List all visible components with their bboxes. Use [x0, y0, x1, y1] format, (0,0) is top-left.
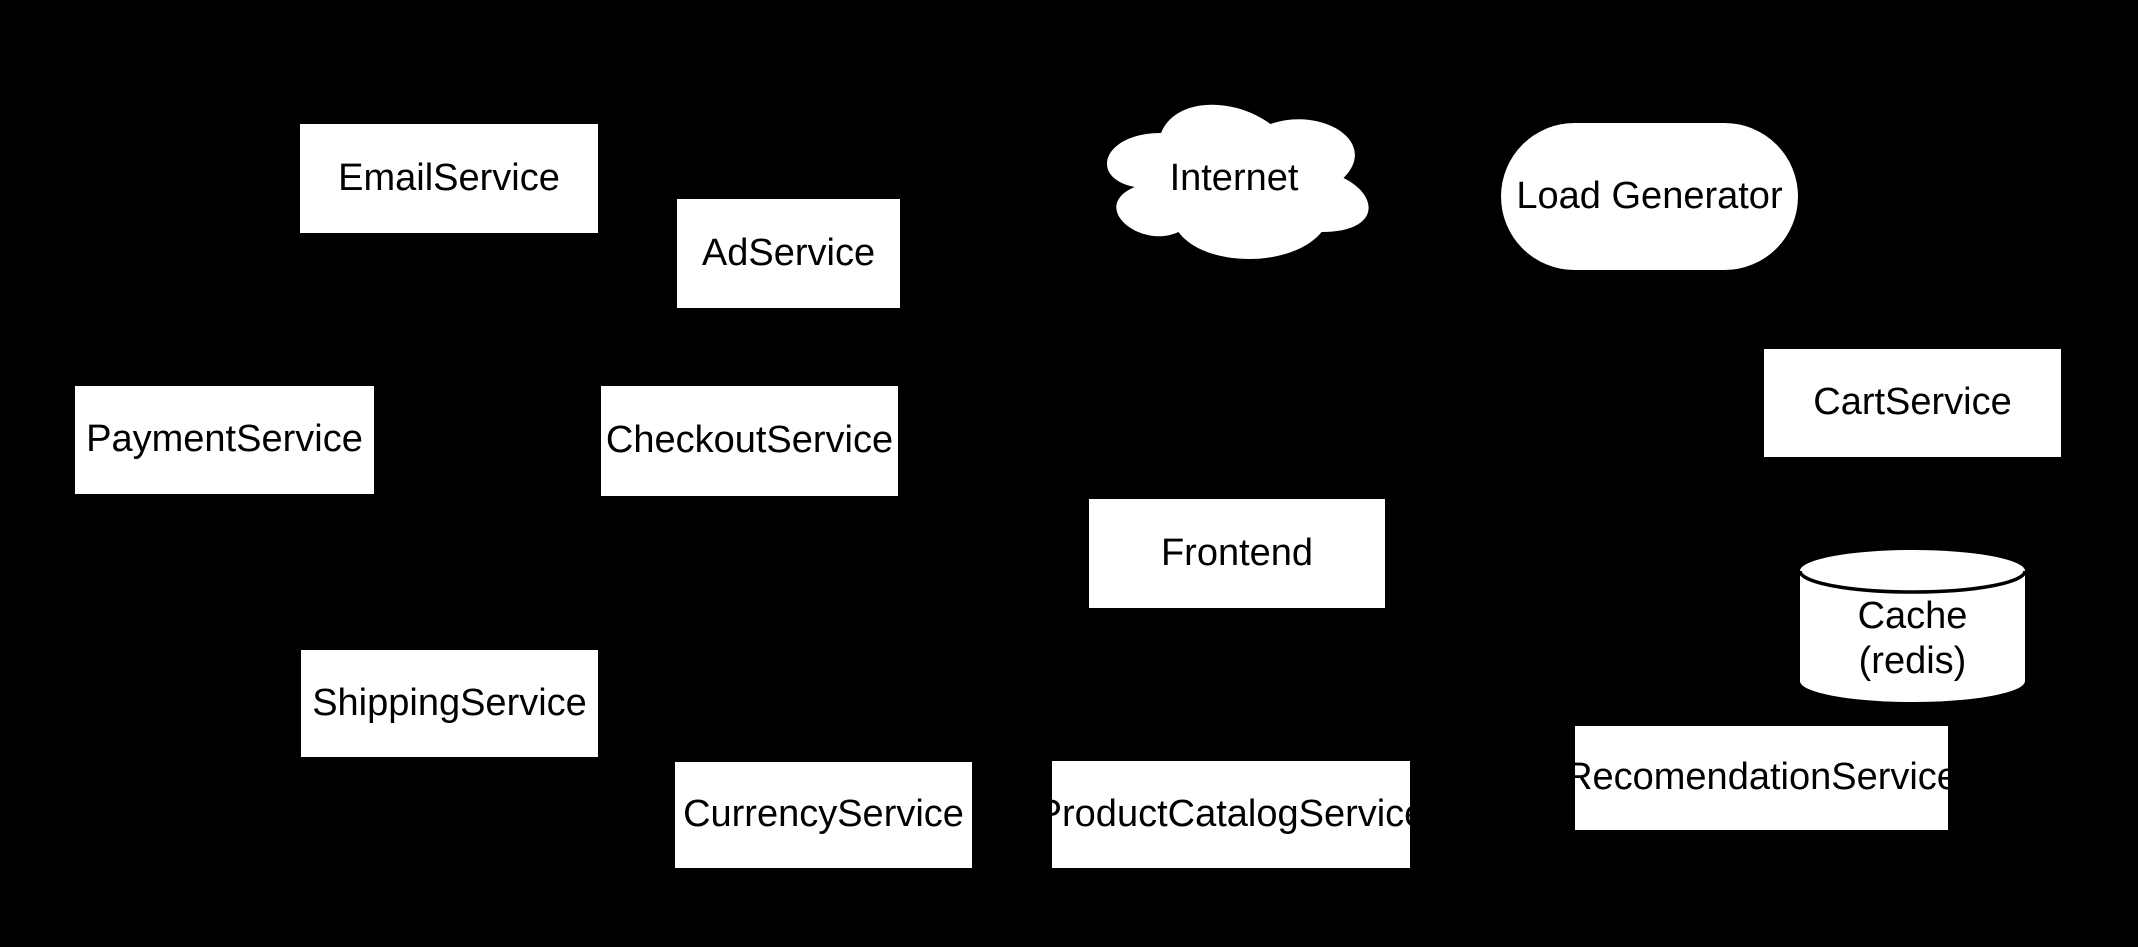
node-load-generator: Load Generator [1501, 123, 1798, 270]
cache-cylinder-shape [1800, 550, 2025, 702]
node-label: PaymentService [86, 418, 363, 461]
node-checkout-service: CheckoutService [601, 386, 898, 496]
cache-label-line2: (redis) [1858, 640, 1967, 682]
node-label: Internet [1169, 156, 1299, 199]
node-payment-service: PaymentService [75, 386, 374, 494]
node-label: RecomendationService [1565, 756, 1958, 799]
cache-label-line1: Cache [1857, 595, 1968, 638]
node-currency-service: CurrencyService [675, 762, 972, 868]
node-internet: Internet [1088, 88, 1380, 268]
node-cart-service: CartService [1764, 349, 2061, 457]
node-label: CartService [1813, 381, 2012, 424]
node-label: Cache(redis) [1858, 568, 1968, 684]
node-ad-service: AdService [677, 199, 900, 308]
node-label: Frontend [1160, 531, 1314, 574]
node-label: AdService [701, 231, 876, 274]
node-label: ShippingService [312, 681, 587, 724]
node-product-catalog-service: ProductCatalogService [1037, 761, 1425, 868]
node-label: Load Generator [1516, 174, 1783, 217]
node-label: CurrencyService [683, 793, 964, 836]
node-shipping-service: ShippingService [301, 650, 598, 757]
node-label: EmailService [338, 156, 560, 199]
node-recomendation-service: RecomendationService [1565, 726, 1958, 830]
internet-cloud-shape [1106, 104, 1369, 259]
node-email-service: EmailService [300, 124, 598, 233]
node-label: ProductCatalogService [1036, 792, 1426, 835]
node-cache-redis: Cache(redis) [1800, 550, 2025, 702]
node-frontend: Frontend [1089, 499, 1385, 608]
node-label: CheckoutService [605, 419, 894, 462]
